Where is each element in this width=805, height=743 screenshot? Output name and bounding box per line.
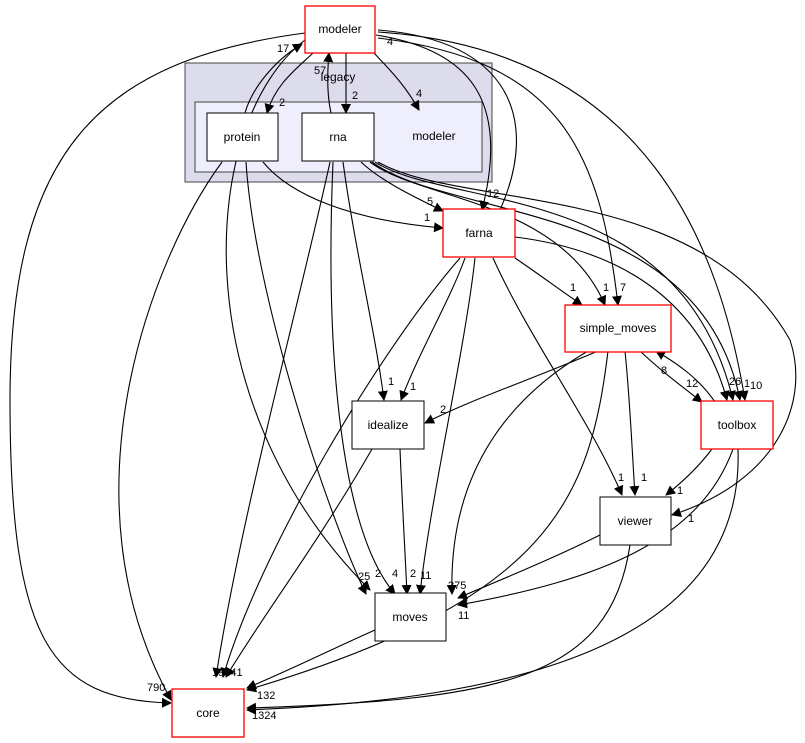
- edge-label: 1: [641, 472, 647, 484]
- edge-idealize-core: [225, 448, 373, 678]
- edge-label: 25: [358, 571, 370, 583]
- edge-label: 11: [420, 570, 431, 582]
- edge-modeler-inner: [373, 52, 420, 111]
- node-label: farna: [465, 226, 493, 240]
- node-protein[interactable]: protein: [206, 112, 279, 162]
- edge-label: 132: [257, 690, 275, 702]
- edge-modeler-simple-moves: [377, 37, 622, 306]
- edge-protein-core: [118, 161, 223, 701]
- edge-label: 12: [686, 378, 698, 390]
- node-label: idealize: [368, 418, 409, 432]
- edge-farna-toolbox: [514, 236, 730, 401]
- edge-rna-toolbox-2: [371, 161, 744, 401]
- edge-label: 2: [440, 404, 446, 416]
- edge-label: 275: [448, 580, 466, 592]
- edge-rna-toolbox-1: [374, 161, 736, 401]
- edge-label: 4: [387, 36, 393, 48]
- edge-toolbox-core: [246, 448, 739, 715]
- edge-farna-core: [220, 257, 461, 678]
- edge-label: 7: [620, 282, 626, 294]
- edge-label: 3: [462, 597, 468, 609]
- node-label: viewer: [618, 514, 653, 528]
- edge-label: 1: [388, 376, 394, 388]
- edge-label: 1: [744, 378, 750, 390]
- edge-toolbox-moves: [457, 448, 734, 609]
- node-label: core: [196, 706, 220, 720]
- edge-label: 1: [688, 513, 694, 525]
- edge-farna-viewer: [492, 257, 624, 496]
- edge-modeler-moves: [225, 39, 371, 591]
- edge-label: 26: [729, 376, 741, 388]
- node-farna[interactable]: farna: [442, 208, 516, 258]
- edge-label: 2: [279, 97, 285, 109]
- edge-label: 1: [570, 282, 576, 294]
- edge-label: 5: [427, 196, 433, 208]
- edge-label: 17: [277, 43, 289, 55]
- node-label: simple_moves: [580, 321, 657, 335]
- edge-simple-moves-idealize: [424, 350, 599, 424]
- node-rna[interactable]: rna: [301, 112, 375, 162]
- edge-farna-idealize: [399, 257, 466, 401]
- edge-rna-farna: [360, 161, 444, 212]
- edge-label: 1324: [252, 710, 276, 722]
- edge-label: 1: [424, 212, 430, 224]
- edge-label: 19641: [212, 667, 243, 679]
- edge-label: 2: [375, 568, 381, 580]
- node-label: toolbox: [718, 418, 757, 432]
- cluster-legacy-label: legacy: [321, 70, 356, 84]
- node-idealize[interactable]: idealize: [351, 400, 425, 450]
- node-moves[interactable]: moves: [374, 592, 447, 642]
- edge-viewer-core: [246, 544, 631, 713]
- edge-rna-core: [212, 161, 331, 678]
- edges: [9, 29, 797, 715]
- edge-label: 8: [661, 365, 667, 377]
- edge-modeler-protein: [264, 52, 314, 114]
- edge-labels: 2 17 57 2 4 4 5 1 12 1 1 7 12 8 26 1 10 …: [147, 36, 762, 722]
- node-simple-moves[interactable]: simple_moves: [564, 304, 672, 353]
- edge-simple-moves-core: [246, 350, 609, 693]
- node-modeler[interactable]: modeler: [304, 5, 376, 54]
- edge-label: 11: [458, 610, 469, 622]
- node-viewer[interactable]: viewer: [599, 496, 672, 546]
- edge-protein-moves: [245, 161, 367, 595]
- node-label: moves: [392, 610, 427, 624]
- edge-rna-moves: [330, 161, 396, 595]
- edge-farna-moves: [415, 257, 476, 595]
- edge-label: 1: [618, 472, 624, 484]
- edge-moves-core: [246, 629, 376, 690]
- edge-simple-moves-viewer: [624, 350, 640, 496]
- node-toolbox[interactable]: toolbox: [700, 400, 774, 450]
- edge-protein-farna: [262, 161, 444, 233]
- edge-label: 4: [416, 88, 422, 100]
- edge-rna-idealize: [342, 161, 388, 401]
- node-label: protein: [224, 130, 261, 144]
- node-core[interactable]: core: [171, 688, 245, 738]
- edge-farna-simple-moves: [514, 257, 583, 306]
- edge-label: 1: [410, 381, 416, 393]
- edge-modeler-toolbox: [377, 31, 749, 401]
- edge-label: 12: [487, 188, 499, 200]
- edge-toolbox-simple-moves: [655, 350, 716, 403]
- edge-modeler-core-left: [9, 32, 306, 708]
- edge-viewer-moves: [457, 534, 601, 600]
- edge-label: 10: [750, 380, 762, 392]
- node-label: modeler: [318, 22, 361, 36]
- edge-label: 2: [352, 90, 358, 102]
- edge-label: 1: [677, 485, 683, 497]
- edge-rna-viewer: [377, 161, 797, 517]
- edge-rna-modeler: [323, 52, 334, 114]
- cluster-inner-label: modeler: [412, 129, 455, 143]
- edge-label: 790: [147, 682, 165, 694]
- edge-simple-moves-moves: [446, 350, 589, 595]
- edge-label: 1: [603, 282, 609, 294]
- edge-simple-moves-toolbox: [639, 350, 703, 403]
- edge-label: 57: [314, 65, 326, 77]
- edge-label: 4: [392, 568, 398, 580]
- node-label: rna: [329, 130, 347, 144]
- edge-label: 2: [410, 568, 416, 580]
- edge-idealize-moves: [399, 448, 412, 595]
- edge-toolbox-viewer: [665, 448, 713, 496]
